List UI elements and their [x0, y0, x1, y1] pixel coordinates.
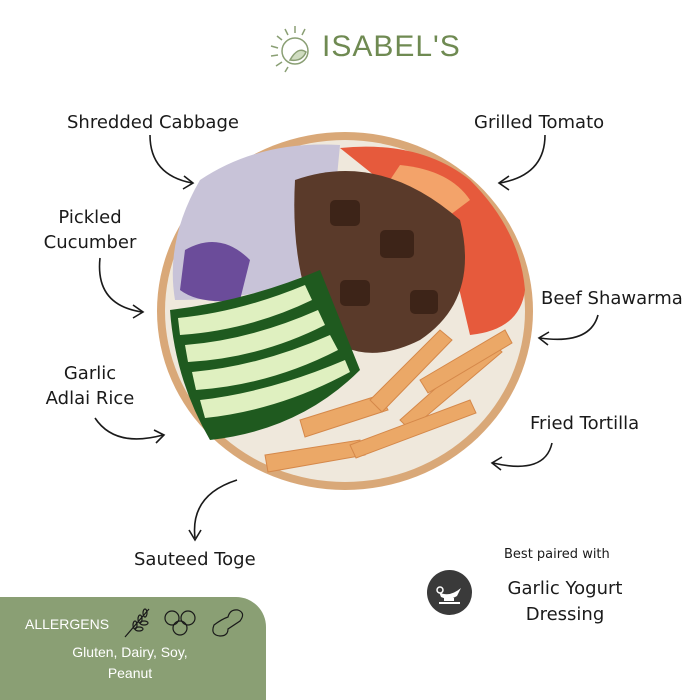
allergens-list: Gluten, Dairy, Soy, Peanut [72, 644, 188, 681]
gravy-boat-icon [427, 570, 472, 615]
pointer-arrows [94, 134, 599, 542]
tomato [340, 146, 525, 335]
soybean-icon [164, 610, 196, 636]
sun-leaf-logo-icon [270, 26, 309, 73]
allergens-panel: ALLERGENS Gluten, Dairy, Soy, Peanut [0, 597, 266, 700]
label-pickled-cucumber: Pickled Cucumber [43, 207, 137, 253]
label-grilled-tomato: Grilled Tomato [474, 112, 605, 133]
label-garlic-adlai-rice: Garlic Adlai Rice [45, 363, 135, 409]
pairing-caption: Best paired with [504, 547, 610, 562]
peanut-icon [212, 609, 244, 637]
label-beef-shawarma: Beef Shawarma [541, 288, 683, 309]
tortilla [264, 329, 513, 473]
brand-name: ISABEL'S [322, 30, 461, 63]
label-sauteed-toge: Sauteed Toge [134, 549, 256, 570]
label-fried-tortilla: Fried Tortilla [530, 413, 640, 434]
logo [268, 24, 318, 80]
pairing-name: Garlic Yogurt Dressing [507, 578, 623, 625]
arrow-cabbage [149, 134, 193, 184]
label-shredded-cabbage: Shredded Cabbage [67, 112, 239, 133]
wheat-icon [124, 608, 150, 638]
allergens-title: ALLERGENS [25, 616, 110, 632]
